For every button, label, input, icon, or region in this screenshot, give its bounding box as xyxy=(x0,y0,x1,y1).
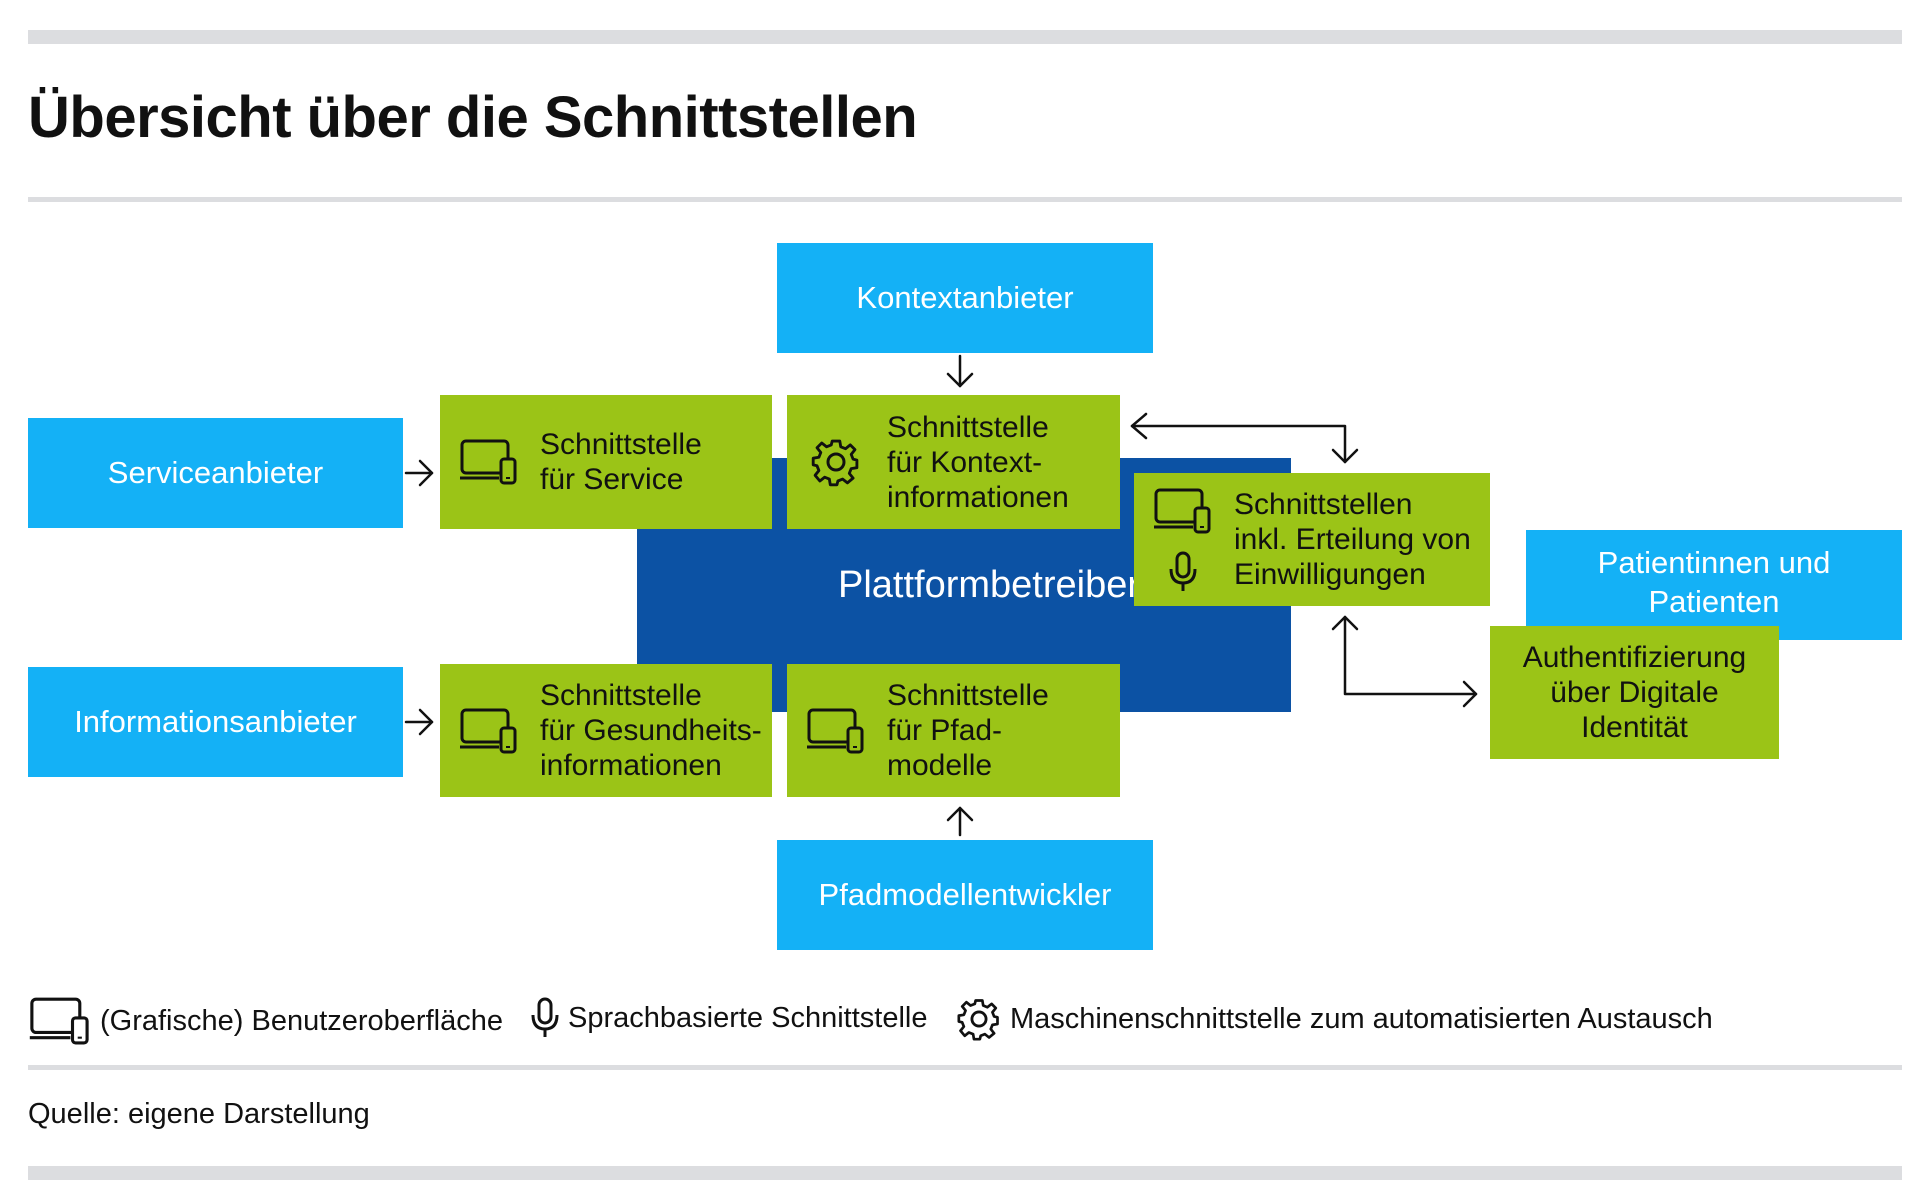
interface-einwilligung: Schnittstellen inkl. Erteilung von Einwi… xyxy=(1134,473,1490,606)
actor-serviceanbieter: Serviceanbieter xyxy=(28,418,403,528)
page-title: Übersicht über die Schnittstellen xyxy=(28,85,918,150)
gear-icon xyxy=(957,999,999,1041)
monitor-phone-icon xyxy=(29,997,89,1045)
arrow-pfadmodell-up xyxy=(946,806,974,837)
source-note: Quelle: eigene Darstellung xyxy=(28,1098,370,1130)
interface-service: Schnittstelle für Service xyxy=(440,395,772,529)
interface-service-label: Schnittstelle für Service xyxy=(540,428,702,496)
monitor-phone-icon xyxy=(460,708,517,753)
bottom-rule xyxy=(28,1166,1902,1180)
title-rule xyxy=(28,197,1902,202)
legend-voice-label: Sprachbasierte Schnittstelle xyxy=(568,1001,928,1034)
microphone-icon xyxy=(1169,551,1197,591)
actor-pfadmodellentwickler: Pfadmodellentwickler xyxy=(777,840,1153,950)
arrow-kontext-down xyxy=(946,354,974,388)
interface-einwilligung-label: Schnittstellen inkl. Erteilung von Einwi… xyxy=(1234,488,1471,591)
actor-informationsanbieter-label: Informationsanbieter xyxy=(74,703,357,739)
legend-voice: Sprachbasierte Schnittstelle xyxy=(530,996,927,1040)
actor-kontextanbieter: Kontextanbieter xyxy=(777,243,1153,353)
arrow-kontext-einwilligung xyxy=(1130,412,1359,464)
microphone-icon xyxy=(531,997,559,1037)
interface-authentifizierung-label: Authentifizierung über Digitale Identitä… xyxy=(1522,641,1747,744)
legend-gui: (Grafische) Benutzeroberfläche xyxy=(28,996,503,1046)
monitor-phone-icon xyxy=(460,439,517,485)
monitor-phone-icon xyxy=(1154,488,1211,533)
legend-gui-label: (Grafische) Benutzeroberfläche xyxy=(100,1004,503,1037)
actor-pfadmodellentwickler-label: Pfadmodellentwickler xyxy=(818,876,1112,912)
interface-pfad: Schnittstelle für Pfad- modelle xyxy=(787,664,1120,797)
interface-kontext: Schnittstelle für Kontext- informationen xyxy=(787,395,1120,529)
platform-label: Plattformbetreiber xyxy=(837,563,1140,606)
arrow-information-right xyxy=(404,708,434,736)
interface-gesundheit: Schnittstelle für Gesundheits- informati… xyxy=(440,664,772,797)
interface-authentifizierung: Authentifizierung über Digitale Identitä… xyxy=(1490,626,1779,759)
actor-serviceanbieter-label: Serviceanbieter xyxy=(107,454,324,490)
legend-machine: Maschinenschnittstelle zum automatisiert… xyxy=(956,996,1713,1042)
gear-icon xyxy=(811,439,859,487)
actor-kontextanbieter-label: Kontextanbieter xyxy=(856,279,1074,315)
top-rule xyxy=(28,30,1902,44)
arrow-service-right xyxy=(404,459,434,487)
legend-machine-label: Maschinenschnittstelle zum automatisiert… xyxy=(1010,1002,1713,1035)
actor-informationsanbieter: Informationsanbieter xyxy=(28,667,403,777)
interface-gesundheit-label: Schnittstelle für Gesundheits- informati… xyxy=(540,679,762,782)
arrow-einwilligung-authentifizierung xyxy=(1331,615,1478,708)
interface-pfad-label: Schnittstelle für Pfad- modelle xyxy=(887,679,1049,782)
interface-kontext-label: Schnittstelle für Kontext- informationen xyxy=(887,410,1069,514)
actor-patienten-label: Patientinnen und Patienten xyxy=(1597,545,1831,619)
monitor-phone-icon xyxy=(807,708,864,753)
actor-patienten: Patientinnen und Patienten xyxy=(1526,530,1902,640)
legend-rule xyxy=(28,1065,1902,1070)
